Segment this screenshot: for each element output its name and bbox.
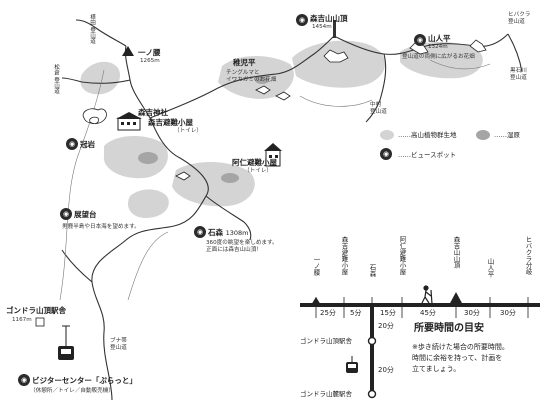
matsukura-trail-label: 松倉 登山道	[53, 64, 59, 94]
anitan-hut-icon	[264, 143, 282, 167]
anitan-hut-label: 阿仁避難小屋	[232, 158, 277, 167]
segment-time-2: 5分	[350, 309, 362, 317]
yamabito-desc: 登山道の両側に広がるお花畑	[402, 54, 475, 60]
ichinokoshi-elevation: 1265m	[140, 58, 160, 64]
legend-marsh-label: ……湿原	[494, 131, 520, 139]
shrine-label: 森吉神社	[138, 108, 168, 117]
alpine-area-chigohira	[218, 56, 294, 99]
legend-camera-icon: ◉	[380, 148, 392, 160]
buna-trail-label: ブナ帯 登山道	[110, 338, 127, 351]
vertical-segment-time-1: 20分	[378, 322, 394, 330]
timeline-title: 所要時間の目安	[414, 323, 484, 334]
gondola-top-label: ゴンドラ山頂駅舎	[6, 306, 66, 315]
timeline-gondola-top-label: ゴンドラ山頂駅舎	[300, 337, 352, 345]
moriyoshi-hut-note: （トイレ）	[174, 128, 202, 134]
gondola-bottom-station-dot	[367, 389, 377, 399]
marsh-3	[255, 76, 269, 84]
trail-ishimori	[205, 195, 252, 241]
timeline-drawing	[300, 285, 540, 399]
moriyoshi-hut-label: 森吉避難小屋	[148, 118, 193, 127]
moriyoshi-hut-icon	[116, 112, 142, 131]
yamabito-camera-icon: ◉	[414, 34, 426, 46]
timeline-stop-summit: 森吉山山頂	[452, 236, 460, 269]
trail-kuroishi	[507, 33, 523, 73]
summit-pole-icon	[333, 20, 336, 38]
ichinokoshi-peak-icon	[122, 46, 134, 56]
ishimori-desc: 360度の眺望を楽しめます。 正面には森吉山山頂！	[206, 240, 278, 253]
timeline-stop-ichinokoshi: 一ノ腰	[312, 256, 320, 276]
marsh-2	[221, 173, 239, 183]
yamabito-elevation: 1324m	[428, 44, 448, 50]
vertical-segment-time-2: 20分	[378, 366, 394, 374]
visitor-center-label: ビジターセンター「ぷらっと」	[32, 376, 137, 385]
kanmori-label: 冠岩	[80, 140, 95, 149]
chigohira-label: 稚児平	[233, 58, 256, 67]
tenbodai-label: 展望台	[74, 210, 97, 219]
gondola-top-elevation: 1167m	[12, 317, 32, 323]
trail-to-summit	[149, 35, 335, 119]
yasuda-trail-label: 様田 登山道	[89, 14, 95, 44]
alpine-areas	[80, 40, 483, 218]
legend-marsh-swatch	[476, 130, 490, 140]
yamabito-name: 山人平	[428, 34, 451, 43]
segment-time-3: 15分	[380, 309, 396, 317]
visitor-center-desc: （休憩所／トイレ／自動販売機）	[30, 388, 114, 394]
legend-view-label: ……ビュースポット	[398, 151, 457, 159]
timeline-peak-summit	[449, 292, 463, 305]
legend-alpine-swatch	[380, 130, 394, 140]
moriyoshi-summit-elevation: 1454m	[312, 24, 332, 30]
trail-west-yasuda	[75, 19, 127, 47]
tenbodai-desc: 男鹿半島や日本海を望めます。	[62, 224, 140, 230]
alpine-area-moriyoshi-hut	[103, 136, 168, 179]
ishimori-camera-icon: ◉	[194, 226, 206, 238]
segment-time-1: 25分	[320, 309, 336, 317]
legend-alpine-label: ……高山植物群生地	[398, 131, 457, 139]
nakamura-trail-label: 中村 登山道	[370, 102, 387, 115]
timeline-stop-hibakura: ヒバクラ分岐	[524, 236, 532, 275]
trail-summit-east	[333, 33, 509, 55]
timeline-stop-yamabito: 山人平	[486, 258, 494, 278]
gondola-cabin-icon	[346, 356, 358, 373]
kanmori-camera-icon: ◉	[66, 138, 78, 150]
marsh-1	[138, 152, 158, 164]
ichinokoshi-name: 一ノ腰	[138, 48, 161, 57]
timeline-stop-moriyoshi-hut: 森吉避難小屋	[340, 236, 348, 275]
trail-main	[91, 45, 209, 401]
trail-tenbodai	[61, 249, 93, 283]
trail-matsukura	[61, 77, 131, 84]
map-gondola-icon	[35, 317, 74, 360]
trail-south-east	[365, 53, 387, 123]
timeline-note: ※歩き続けた場合の所要時間。 時間に余裕を持って、計画を 立てましょう。	[412, 343, 509, 373]
gondola-top-station-dot	[367, 336, 377, 346]
rock-icons	[82, 39, 487, 181]
segment-time-4: 45分	[420, 309, 436, 317]
trail-lines	[61, 19, 523, 401]
contours	[59, 59, 491, 301]
anitan-hut-note: （トイレ）	[244, 168, 272, 174]
timeline-gondola-bottom-label: ゴンドラ山麓駅舎	[300, 390, 352, 398]
timeline-stop-ishimori: 石森	[368, 264, 376, 277]
alpine-area-ishimori	[127, 189, 169, 218]
marsh-areas	[138, 76, 269, 183]
alpine-area-ichinokoshi	[80, 61, 121, 95]
alpine-area-anitan	[172, 161, 255, 207]
chigohira-desc: チングルマと イワカガミのお花畑	[226, 70, 277, 83]
kuroishi-trail-label: 黒石川 登山道	[510, 68, 527, 81]
visitor-center-camera-icon: ◉	[18, 374, 30, 386]
timeline-peak-ichinokoshi	[311, 297, 321, 305]
alpine-area-summit	[292, 40, 386, 88]
ishimori-name: 石森 1308m	[208, 228, 249, 237]
moriyoshi-summit-name: 森吉山山頂	[310, 14, 348, 23]
summit-camera-icon: ◉	[296, 14, 308, 26]
segment-time-6: 30分	[500, 309, 516, 317]
tenbodai-camera-icon: ◉	[60, 208, 72, 220]
hibakura-trail-label: ヒバクラ 登山道	[508, 12, 531, 25]
hiker-icon	[421, 285, 433, 305]
segment-time-5: 30分	[464, 309, 480, 317]
timeline-stop-anitan-hut: 阿仁避難小屋	[398, 236, 406, 275]
